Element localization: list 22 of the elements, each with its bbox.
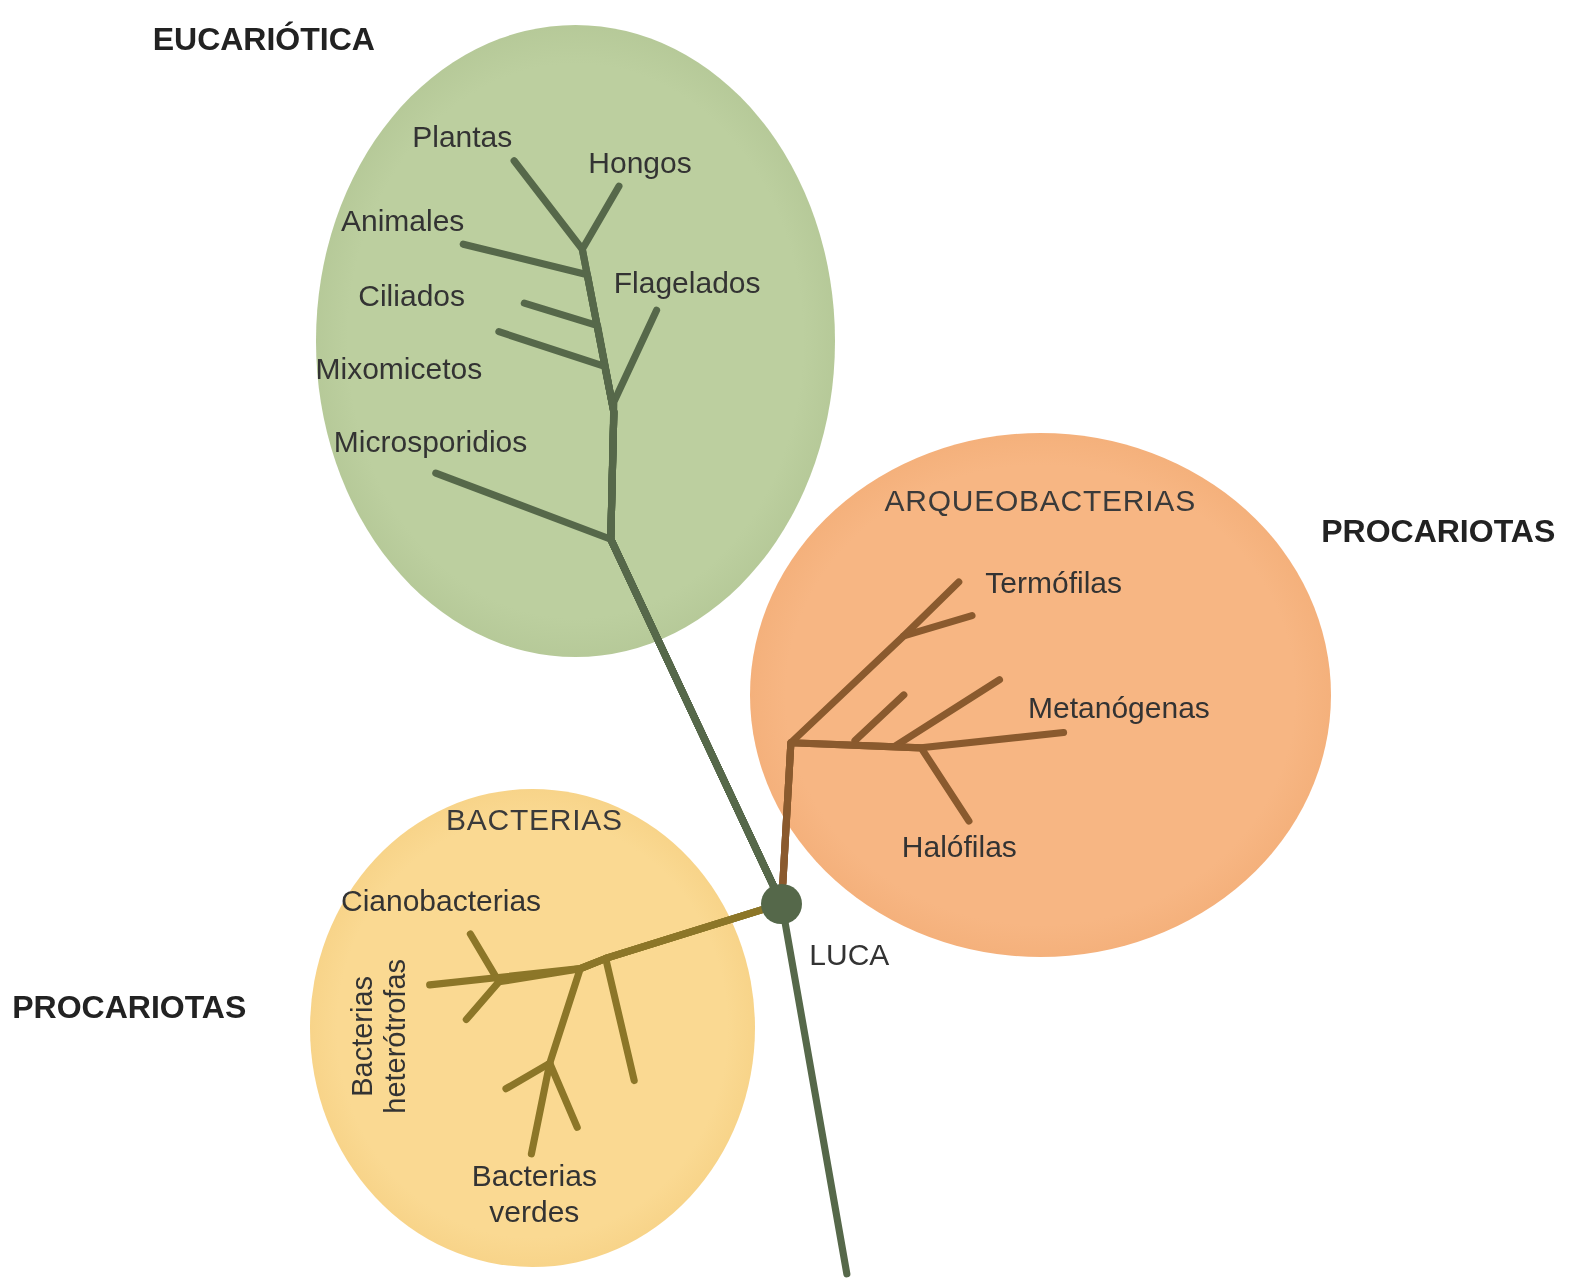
taxon-label: Cianobacterias xyxy=(340,883,542,920)
taxon-label: Termófilas xyxy=(985,564,1122,601)
taxon-label: Animales xyxy=(340,203,465,240)
tree-branch xyxy=(779,739,973,887)
group-title: ARQUEOBACTERIAS xyxy=(883,483,1197,520)
tree-branch xyxy=(432,469,777,889)
taxon-label: Bacterias verdes xyxy=(470,1158,598,1231)
taxon-label: Ciliados xyxy=(358,277,465,314)
domain-heading: PROCARIOTAS xyxy=(12,988,247,1028)
domain-heading: EUCARIÓTICA xyxy=(152,20,375,60)
node-label: LUCA xyxy=(809,936,890,973)
taxon-label: Flagelados xyxy=(613,264,761,301)
taxon-label: Metanógenas xyxy=(1028,690,1210,726)
taxon-label: Halófilas xyxy=(901,829,1017,866)
group-title: BACTERIAS xyxy=(444,801,624,838)
domain-heading: PROCARIOTAS xyxy=(1321,511,1556,551)
taxon-label: Plantas xyxy=(412,119,513,155)
taxon-label: Bacterias heterótrofas xyxy=(345,957,413,1116)
taxon-label: Hongos xyxy=(588,145,692,182)
taxon-label: Mixomicetos xyxy=(315,351,483,388)
taxon-label: Microsporidios xyxy=(333,424,528,461)
tree-branch xyxy=(781,920,851,1278)
